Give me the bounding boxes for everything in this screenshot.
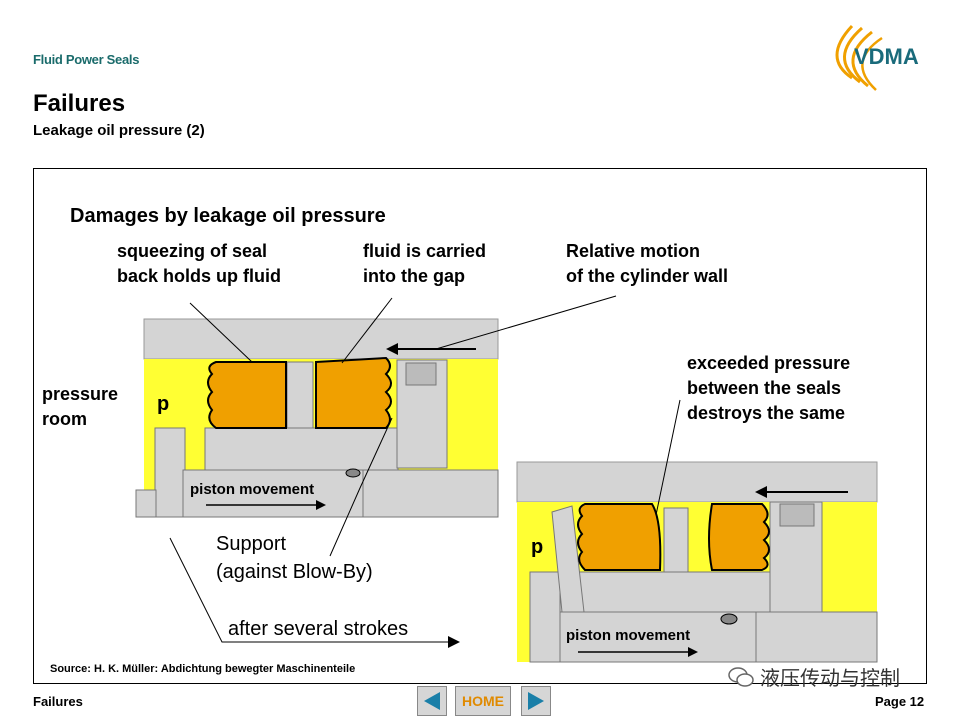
label-support: Support (against Blow-By) <box>216 530 373 586</box>
page-number: Page 12 <box>875 694 925 709</box>
label-support-line1: Support <box>216 533 287 555</box>
label-exceeded-line3: destroys the same <box>687 403 846 423</box>
label-relative-motion: Relative motion of the cylinder wall <box>566 239 728 289</box>
label-exceeded-line2: between the seals <box>687 378 842 398</box>
label-after-strokes: after several strokes <box>228 618 409 640</box>
label-carried-line1: fluid is carried <box>363 241 487 261</box>
label-exceeded-pressure: exceeded pressure between the seals dest… <box>687 351 850 426</box>
series-title: Fluid Power Seals <box>33 52 140 67</box>
arrow-right-icon <box>528 692 544 710</box>
next-button[interactable] <box>521 686 551 716</box>
previous-button[interactable] <box>417 686 447 716</box>
diagram-title: Damages by leakage oil pressure <box>70 205 386 227</box>
page-title: Failures <box>33 90 126 117</box>
p-symbol-lower: p <box>531 536 544 558</box>
p-symbol-upper: p <box>157 393 170 415</box>
label-support-line2: (against Blow-By) <box>216 561 373 583</box>
watermark: 液压传动与控制 <box>728 662 900 691</box>
label-exceeded-line1: exceeded pressure <box>687 353 851 373</box>
lower-seal-assembly <box>516 461 878 663</box>
upper-seal-assembly <box>135 318 499 518</box>
wechat-icon <box>728 666 754 687</box>
footer-section-label: Failures <box>33 694 83 709</box>
leader-lines <box>169 295 681 643</box>
after-arrow-head <box>448 636 460 648</box>
label-relative-line1: Relative motion <box>566 241 701 261</box>
label-pressure-line2: room <box>42 409 87 429</box>
label-carried: fluid is carried into the gap <box>363 239 486 289</box>
arrow-left-icon <box>424 692 440 710</box>
piston-movement-upper: piston movement <box>190 481 315 498</box>
source-citation: Source: H. K. Müller: Abdichtung bewegte… <box>50 663 356 675</box>
home-button[interactable]: HOME <box>455 686 511 716</box>
diagram-frame <box>33 168 927 684</box>
label-squeezing-line2: back holds up fluid <box>117 266 282 286</box>
label-relative-line2: of the cylinder wall <box>566 266 729 286</box>
page-subtitle: Leakage oil pressure (2) <box>33 122 205 139</box>
label-squeezing: squeezing of seal back holds up fluid <box>117 239 281 289</box>
label-pressure-line1: pressure <box>42 384 119 404</box>
logo-text: VDMA <box>854 44 919 69</box>
vdma-logo: VDMA <box>835 24 919 91</box>
piston-movement-lower: piston movement <box>566 627 691 644</box>
label-squeezing-line1: squeezing of seal <box>117 241 268 261</box>
watermark-text: 液压传动与控制 <box>760 668 900 690</box>
label-carried-line2: into the gap <box>363 266 465 286</box>
label-pressure-room: pressure room <box>42 382 118 432</box>
